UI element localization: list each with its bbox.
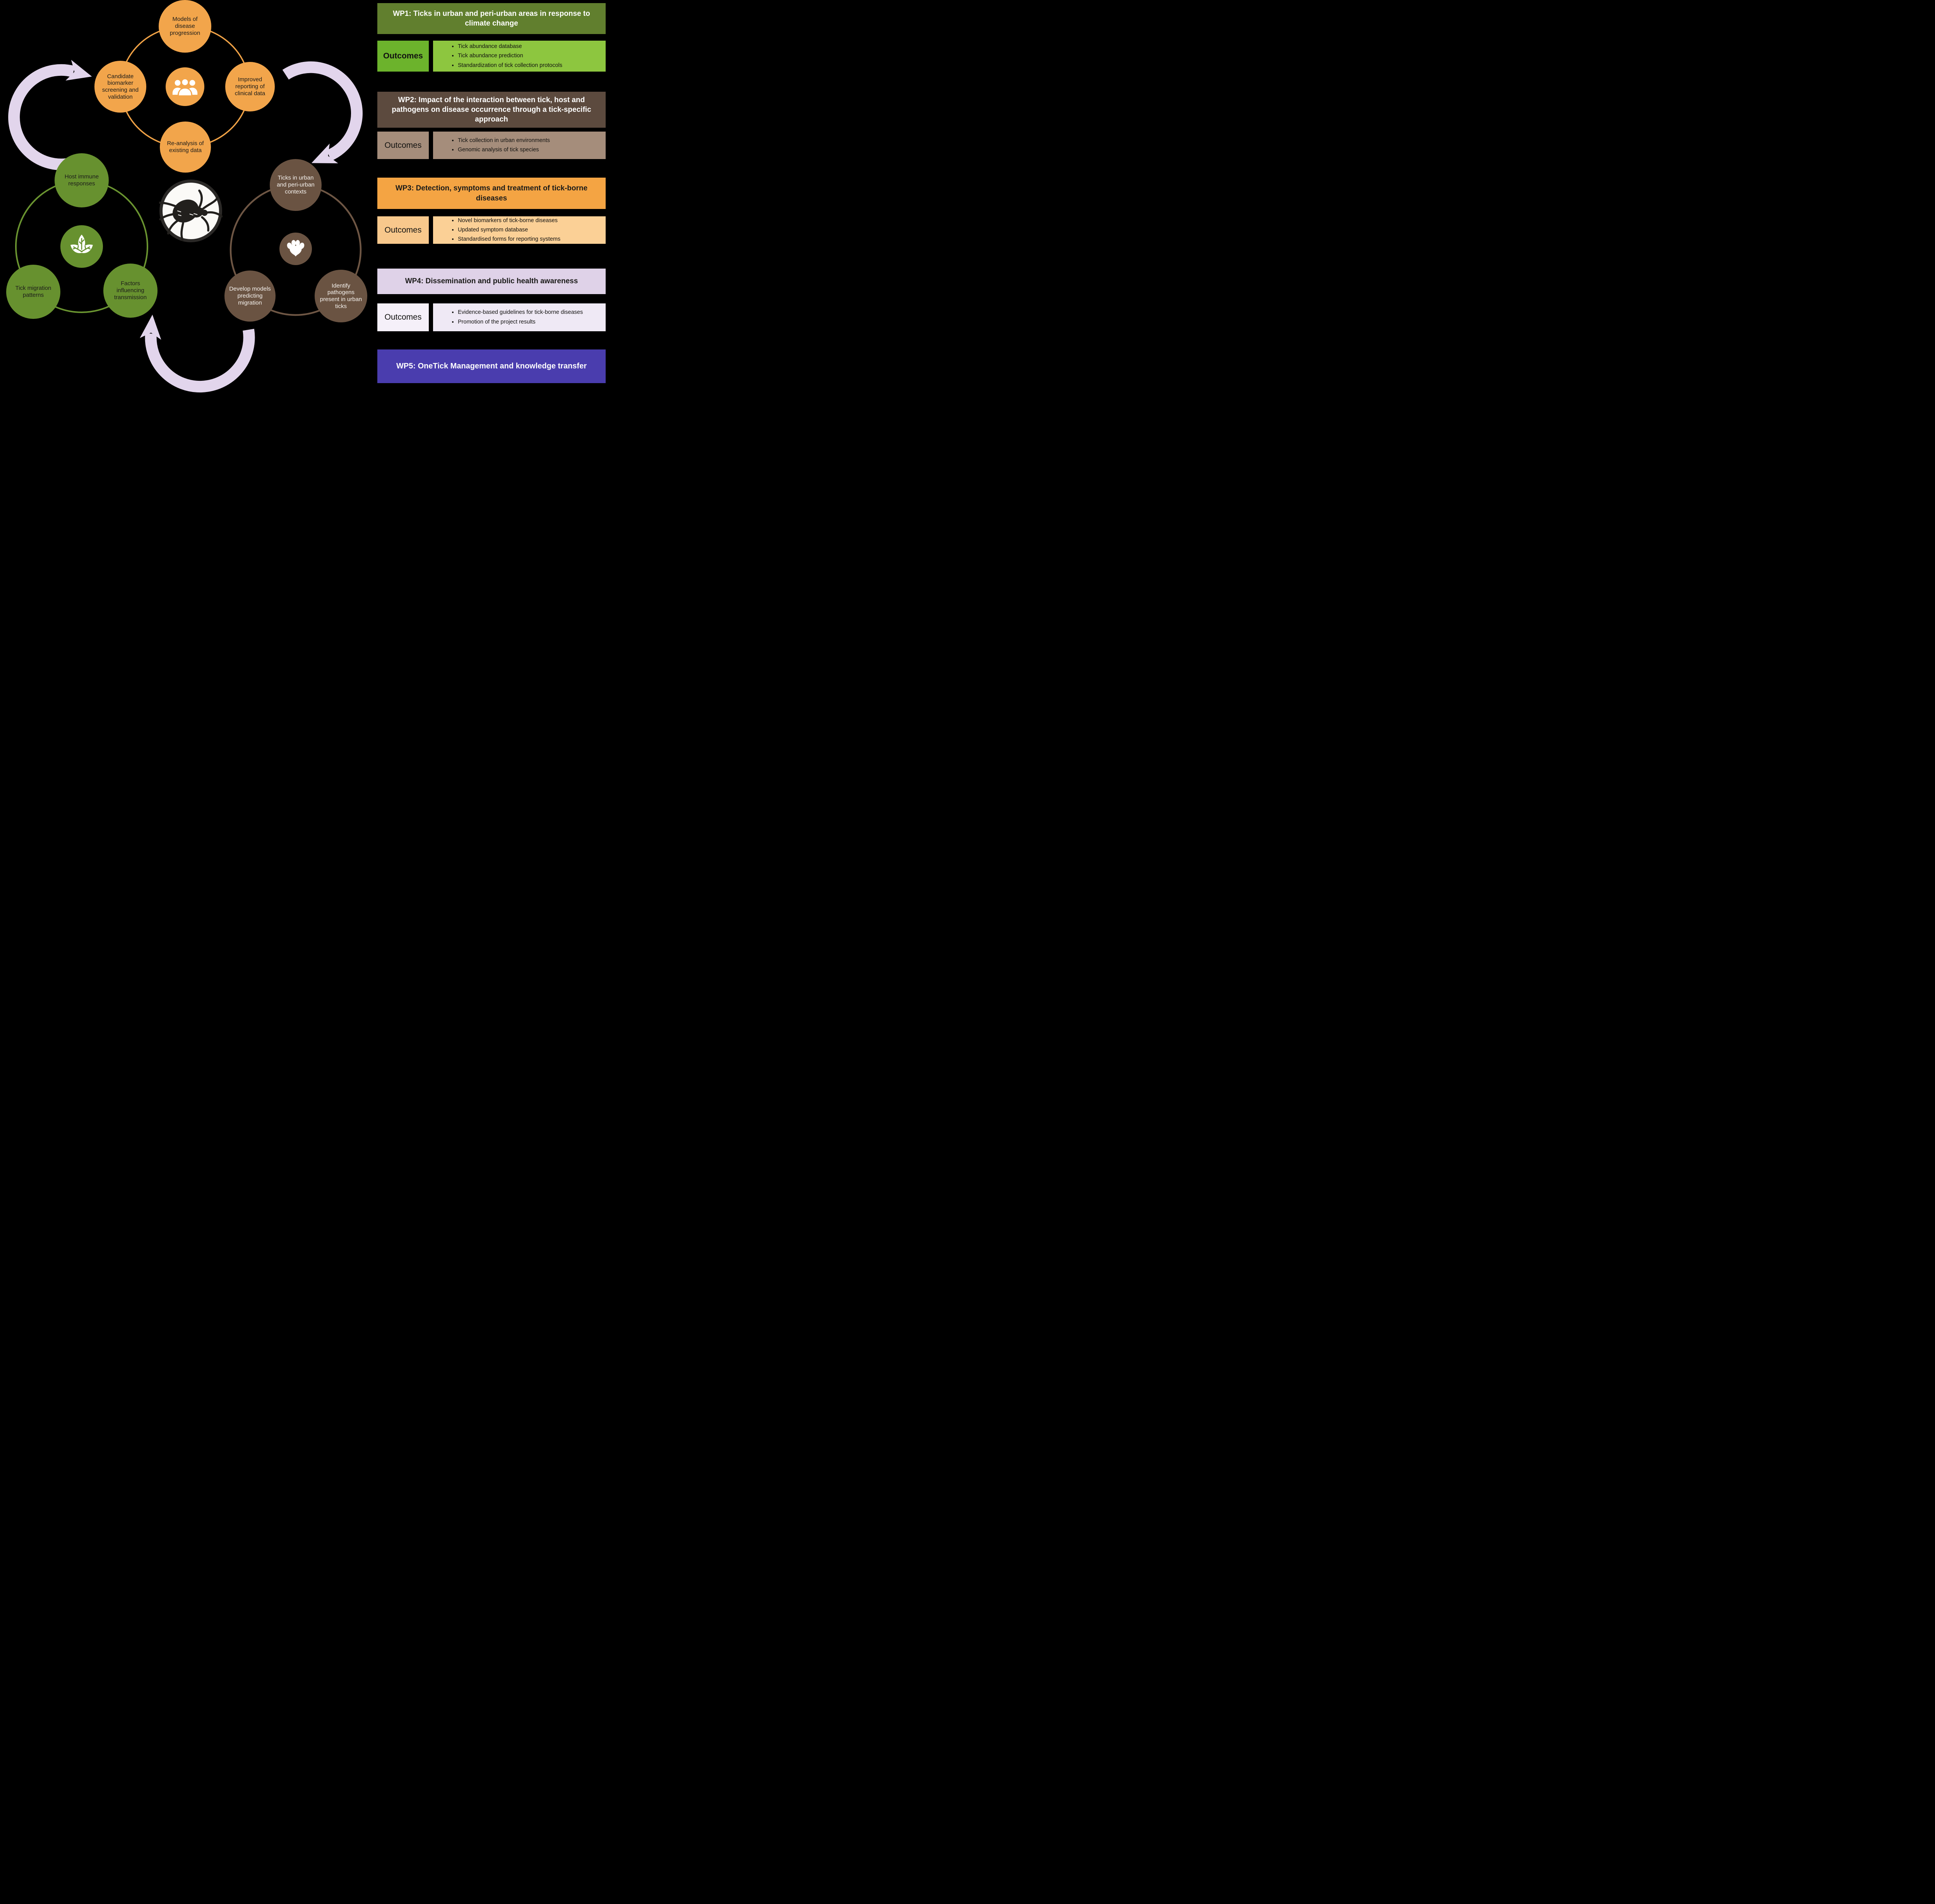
node-ticks-in-urban-contexts: Ticks in urban and peri-urban contexts	[270, 159, 322, 211]
wp1-panel: WP1: Ticks in urban and peri-urban areas…	[377, 3, 606, 72]
list-item: Tick abundance prediction	[458, 51, 603, 61]
node-tick-migration-patterns: Tick migration patterns	[6, 265, 60, 319]
wp3-outcomes-list: Novel biomarkers of tick-borne diseases …	[433, 216, 606, 244]
wp1-header: WP1: Ticks in urban and peri-urban areas…	[377, 3, 606, 34]
wp1-outcomes-list: Tick abundance database Tick abundance p…	[433, 41, 606, 72]
list-item: Standardised forms for reporting systems	[458, 235, 603, 244]
tick-illustration-icon	[157, 180, 223, 242]
onetick-infographic: Models of disease progression Candidate …	[0, 0, 607, 394]
node-host-immune-responses: Host immune responses	[55, 153, 109, 207]
clinical-cluster-icon-circle	[166, 67, 204, 106]
list-item: Updated symptom database	[458, 225, 603, 235]
cycle-arrow-orange-to-brown	[282, 61, 363, 163]
node-models-of-disease-progression: Models of disease progression	[159, 0, 211, 53]
list-item: Evidence-based guidelines for tick-borne…	[458, 308, 603, 317]
center-tick-medallion	[157, 179, 223, 243]
wp2-outcomes-list: Tick collection in urban environments Ge…	[433, 132, 606, 159]
wp3-header: WP3: Detection, symptoms and treatment o…	[377, 178, 606, 209]
list-item: Genomic analysis of tick species	[458, 146, 603, 155]
diagram-underlay	[8, 26, 363, 393]
cycle-arrow-green-to-orange	[8, 60, 92, 170]
node-improved-reporting: Improved reporting of clinical data	[225, 62, 275, 111]
node-develop-models-migration: Develop models predicting migration	[224, 271, 276, 322]
wp2-outcomes-label: Outcomes	[377, 132, 429, 159]
wp3-outcomes-label: Outcomes	[377, 216, 429, 244]
list-item: Promotion of the project results	[458, 317, 603, 327]
wp3-panel: WP3: Detection, symptoms and treatment o…	[377, 178, 606, 244]
node-reanalysis-existing-data: Re-analysis of existing data	[160, 122, 211, 173]
wp3-outcomes-row: Outcomes Novel biomarkers of tick-borne …	[377, 216, 606, 244]
wp5-header: WP5: OneTick Management and knowledge tr…	[377, 349, 606, 383]
node-candidate-biomarker: Candidate biomarker screening and valida…	[94, 61, 146, 113]
list-item: Standardization of tick collection proto…	[458, 61, 603, 70]
list-item: Tick collection in urban environments	[458, 136, 603, 145]
leaf-icon	[70, 235, 93, 253]
ecology-cluster-icon-circle	[60, 225, 103, 268]
wp1-outcomes-label: Outcomes	[377, 41, 429, 72]
wp4-panel: WP4: Dissemination and public health awa…	[377, 269, 606, 331]
paw-icon	[287, 240, 305, 257]
node-factors-influencing-transmission: Factors influencing transmission	[103, 264, 158, 318]
cycle-arrow-brown-to-green	[140, 315, 255, 393]
list-item: Tick abundance database	[458, 42, 603, 51]
people-group-icon	[172, 78, 198, 96]
wp1-outcomes-row: Outcomes Tick abundance database Tick ab…	[377, 41, 606, 72]
node-identify-pathogens: Identify pathogens present in urban tick…	[315, 270, 367, 322]
list-item: Novel biomarkers of tick-borne diseases	[458, 216, 603, 225]
urban-cluster-icon-circle	[279, 233, 312, 265]
wp2-panel: WP2: Impact of the interaction between t…	[377, 92, 606, 159]
wp5-panel: WP5: OneTick Management and knowledge tr…	[377, 349, 606, 383]
wp2-header: WP2: Impact of the interaction between t…	[377, 92, 606, 128]
wp4-outcomes-label: Outcomes	[377, 303, 429, 331]
wp4-outcomes-row: Outcomes Evidence-based guidelines for t…	[377, 303, 606, 331]
wp2-outcomes-row: Outcomes Tick collection in urban enviro…	[377, 132, 606, 159]
wp4-header: WP4: Dissemination and public health awa…	[377, 269, 606, 294]
wp4-outcomes-list: Evidence-based guidelines for tick-borne…	[433, 303, 606, 331]
